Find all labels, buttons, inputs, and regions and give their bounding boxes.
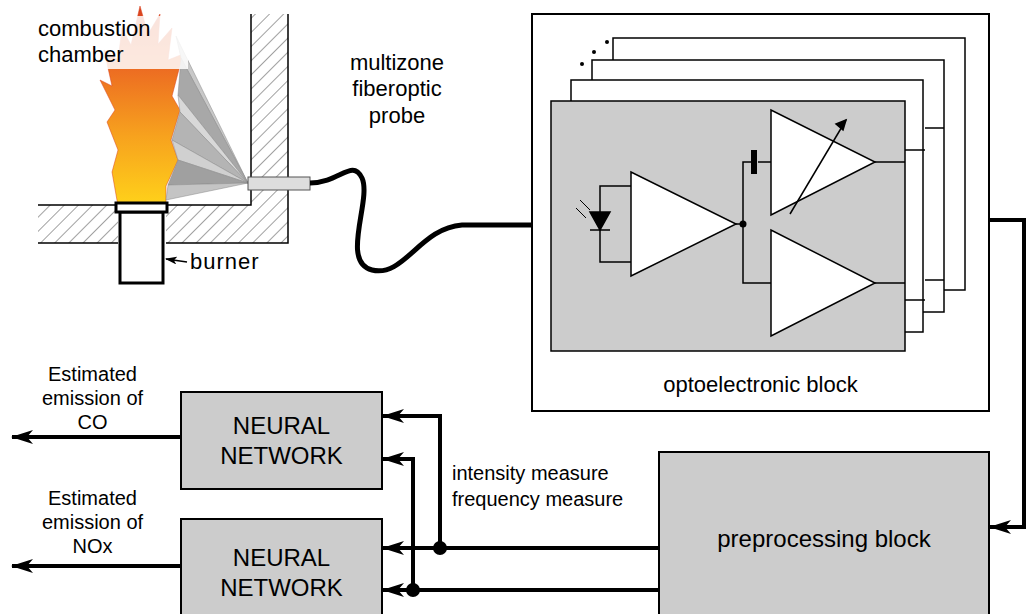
neural-network-box: NEURAL NETWORK	[180, 391, 383, 490]
burner-symbol	[116, 203, 167, 283]
node-text: NEURAL NETWORK	[182, 543, 381, 603]
probe	[248, 177, 310, 190]
signal-name: frequency measure	[452, 487, 652, 511]
channel-panels	[551, 38, 965, 351]
signal-connector	[383, 588, 658, 592]
fiber-cable	[310, 170, 531, 271]
preprocessing-block: preprocessing block	[658, 451, 990, 614]
signal-connector	[990, 220, 1024, 527]
output-label: Estimated emission of CO	[30, 362, 155, 434]
chamber-label: combustion chamber	[38, 16, 188, 69]
optoelectronic-block: optoelectronic block	[531, 13, 990, 412]
node-text: optoelectronic block	[663, 371, 857, 399]
junction-dot	[740, 221, 747, 228]
signal-connector	[383, 416, 658, 548]
output-arrow	[12, 435, 180, 439]
amplifier-circuit	[576, 110, 944, 336]
output-label: Estimated emission of NOx	[30, 486, 155, 558]
node-text: NEURAL NETWORK	[182, 411, 381, 471]
signal-connector	[383, 546, 658, 550]
leader-line	[166, 259, 187, 262]
probe-label: multizone fiberoptic probe	[337, 50, 457, 129]
node-text: preprocessing block	[717, 524, 930, 554]
chamber-wall	[38, 14, 288, 243]
output-arrow	[12, 564, 180, 568]
ellipsis-dots	[580, 40, 609, 66]
neural-network-box: NEURAL NETWORK	[180, 518, 383, 614]
signal-name: intensity measure	[452, 461, 652, 485]
burner-label: burner	[190, 249, 280, 275]
signal-connector	[383, 459, 658, 590]
